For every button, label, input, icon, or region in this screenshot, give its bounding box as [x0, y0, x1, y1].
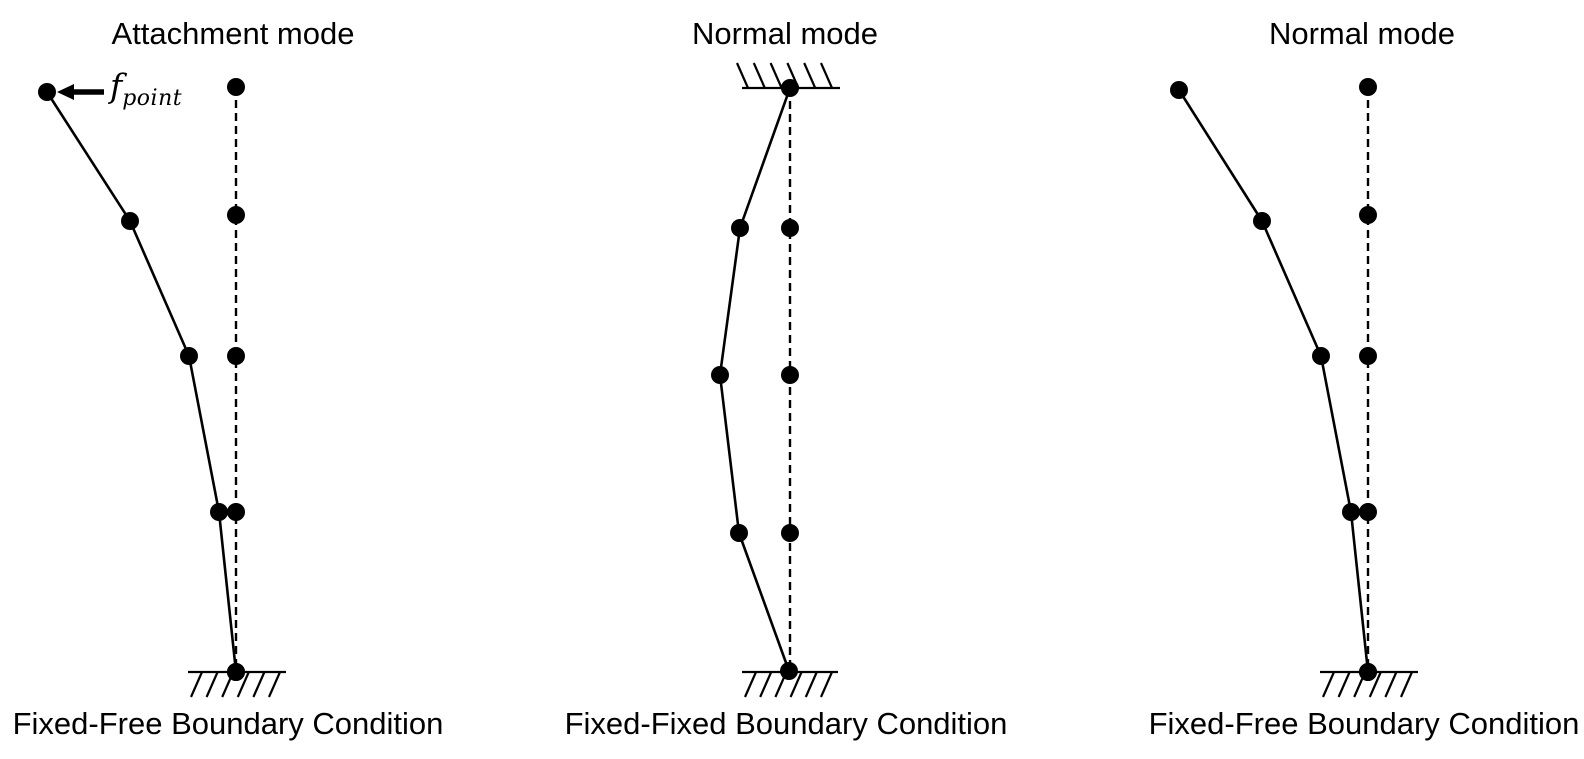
force-arrow-head [57, 84, 74, 100]
fixed-support-ceiling [735, 62, 840, 90]
hatch-mark [743, 671, 758, 698]
hatch-mark [1321, 671, 1336, 698]
hatch-mark [819, 62, 834, 89]
beam-node-dot [38, 83, 56, 101]
deformed-beam-line [45, 91, 238, 673]
beam-node-dot [1253, 212, 1271, 230]
force-symbol: f [110, 66, 123, 105]
panel-normal-fixed-fixed [711, 62, 840, 698]
beam-node-dot [1342, 503, 1360, 521]
hatch-mark [735, 62, 750, 89]
axis-node-dot [227, 206, 245, 224]
beam-node-dot [730, 524, 748, 542]
force-subscript: point [122, 86, 183, 111]
hatch-mark [1353, 671, 1367, 698]
deformed-beam-line [1177, 89, 1370, 673]
hatch-mark [803, 62, 817, 89]
fixed-support-floor [1320, 670, 1418, 698]
caption-fixed-free-right: Fixed-Free Boundary Condition [1148, 706, 1580, 741]
axis-node-dot [227, 347, 245, 365]
hatch-mark [1384, 671, 1398, 698]
panel-title-attachment-mode: Attachment mode [111, 16, 355, 51]
hatch-mark [1337, 671, 1351, 698]
beam-node-dot [1312, 347, 1330, 365]
panel-normal-fixed-free [1170, 78, 1418, 698]
point-force-arrow [57, 84, 104, 100]
panel-attachment-fixed-free [38, 78, 286, 698]
hatch-mark [252, 671, 266, 698]
hatch-mark [236, 671, 250, 698]
beam-node-dot [1170, 81, 1188, 99]
beam-node-dot [180, 347, 198, 365]
hatch-mark [774, 671, 788, 698]
hatch-mark [1368, 671, 1382, 698]
axis-node-dot [1359, 347, 1377, 365]
hatch-mark [786, 62, 800, 89]
hatch-mark [759, 671, 773, 698]
hatch-mark [804, 671, 818, 698]
axis-node-dot [781, 366, 799, 384]
hatch-mark [769, 62, 783, 89]
panel-title-normal-mode-center: Normal mode [691, 16, 879, 51]
hatch-mark [205, 671, 219, 698]
beam-node-dot [731, 219, 749, 237]
hatch-mark [189, 671, 204, 698]
axis-node-dot [1359, 78, 1377, 96]
point-force-label: fpoint [110, 66, 182, 111]
caption-fixed-fixed: Fixed-Fixed Boundary Condition [564, 706, 1008, 741]
axis-node-dot [781, 524, 799, 542]
axis-node-dot [781, 219, 799, 237]
hatch-mark [789, 671, 803, 698]
panel-title-normal-mode-right: Normal mode [1268, 16, 1456, 51]
fixed-support-floor [742, 670, 838, 698]
hatch-mark [1399, 671, 1414, 698]
beam-node-dot [711, 366, 729, 384]
caption-fixed-free-left: Fixed-Free Boundary Condition [12, 706, 444, 741]
axis-node-dot [1359, 503, 1377, 521]
hatch-mark [221, 671, 235, 698]
hatch-mark [819, 671, 834, 698]
axis-node-dot [1359, 206, 1377, 224]
axis-node-dot [227, 503, 245, 521]
deformed-beam-line [718, 87, 792, 672]
axis-node-dot [227, 78, 245, 96]
hatch-mark [267, 671, 282, 698]
hatch-mark [752, 62, 766, 89]
fixed-support-floor [188, 670, 286, 698]
beam-node-dot [210, 503, 228, 521]
beam-node-dot [121, 212, 139, 230]
